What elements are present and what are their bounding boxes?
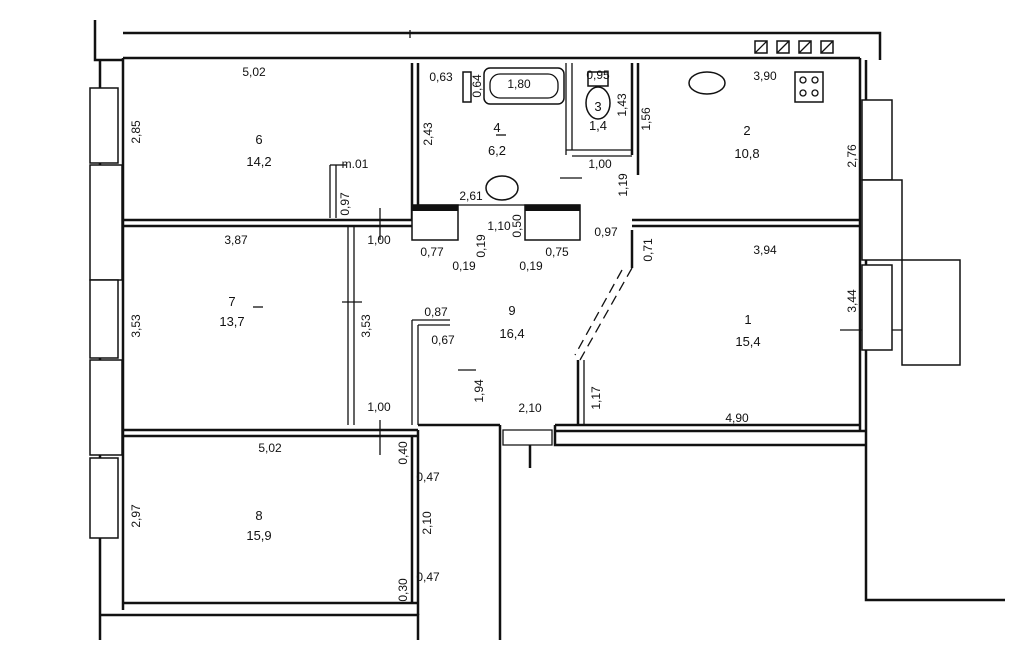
dim-1-00-small: 1,00	[588, 157, 612, 171]
dim-1-19: 1,19	[616, 173, 630, 197]
dim-1-00-left: 1,00	[367, 233, 391, 247]
dim-0-71: 0,71	[641, 238, 655, 262]
dim-0-47-top: 0,47	[416, 470, 440, 484]
room-2-number: 2	[743, 123, 750, 138]
room-6-number: 6	[255, 132, 262, 147]
dim-2-10-mid: 2,10	[518, 401, 542, 415]
dim-1-17: 1,17	[589, 386, 603, 410]
room-9-area: 16,4	[499, 326, 524, 341]
dim-0-19-a: 0,19	[474, 234, 488, 258]
dim-2-43: 2,43	[421, 122, 435, 146]
dim-1-94: 1,94	[472, 379, 486, 403]
ventilation-icons	[754, 40, 834, 54]
dim-0-75: 0,75	[545, 245, 569, 259]
dim-0-19-c: 0,19	[519, 259, 543, 273]
dimension-labels: 5,02 2,85 0,63 0,64 1,80 0,95 1,43 1,56 …	[129, 65, 859, 602]
dim-0-97-left: 0,97	[338, 192, 352, 216]
dim-0-77: 0,77	[420, 245, 444, 259]
room-labels: 6 14,2 7 13,7 8 15,9 4 6,2 3 1,4 2 10,8 …	[219, 99, 760, 543]
bathtub-icon	[483, 67, 565, 105]
room-7-area: 13,7	[219, 314, 244, 329]
dim-2-76: 2,76	[845, 144, 859, 168]
room-6-area: 14,2	[246, 154, 271, 169]
dim-2-61: 2,61	[459, 189, 483, 203]
dim-3-44: 3,44	[845, 289, 859, 313]
room-1-number: 1	[744, 312, 751, 327]
dim-0-64: 0,64	[470, 74, 484, 98]
dim-0-19-b: 0,19	[452, 259, 476, 273]
room-1-area: 15,4	[735, 334, 760, 349]
dim-1-10: 1,10	[487, 219, 511, 233]
dim-0-40: 0,40	[396, 441, 410, 465]
room-2-area: 10,8	[734, 146, 759, 161]
dim-0-87: 0,87	[424, 305, 448, 319]
shafts	[411, 204, 581, 241]
dim-4-90: 4,90	[725, 411, 749, 425]
dim-5-02-mid: 5,02	[258, 441, 282, 455]
dim-2-97: 2,97	[129, 504, 143, 528]
dim-3-90: 3,90	[753, 69, 777, 83]
dim-2-85: 2,85	[129, 120, 143, 144]
room-7-number: 7	[228, 294, 235, 309]
room-3-area: 1,4	[589, 118, 607, 133]
dim-3-87: 3,87	[224, 233, 248, 247]
dim-5-02-top: 5,02	[242, 65, 266, 79]
toilet-icon	[585, 86, 611, 120]
room-3-number: 3	[594, 99, 601, 114]
stove-icon	[794, 71, 824, 103]
dim-2-10-right: 2,10	[420, 511, 434, 535]
sink-icon	[485, 175, 519, 201]
windows	[89, 87, 961, 539]
dim-1-00-bottom: 1,00	[367, 400, 391, 414]
dim-0-30: 0,30	[396, 578, 410, 602]
dim-3-94: 3,94	[753, 243, 777, 257]
room-4-area: 6,2	[488, 143, 506, 158]
dim-1-43: 1,43	[615, 93, 629, 117]
room-8-number: 8	[255, 508, 262, 523]
room-9-number: 9	[508, 303, 515, 318]
dim-1-56: 1,56	[639, 107, 653, 131]
dim-m01: m.01	[342, 157, 369, 171]
dim-0-67: 0,67	[431, 333, 455, 347]
dim-0-50: 0,50	[510, 214, 524, 238]
dim-3-53-inner: 3,53	[359, 314, 373, 338]
dim-1-80: 1,80	[507, 77, 531, 91]
room-8-area: 15,9	[246, 528, 271, 543]
dim-0-63: 0,63	[429, 70, 453, 84]
dim-0-97-mid: 0,97	[594, 225, 618, 239]
fixtures	[462, 40, 834, 201]
dim-3-53-outer: 3,53	[129, 314, 143, 338]
dim-0-47-bottom: 0,47	[416, 570, 440, 584]
walls	[93, 20, 1005, 640]
room-4-number: 4	[493, 120, 500, 135]
kitchen-sink-icon	[688, 71, 726, 95]
dim-0-95: 0,95	[586, 68, 610, 82]
